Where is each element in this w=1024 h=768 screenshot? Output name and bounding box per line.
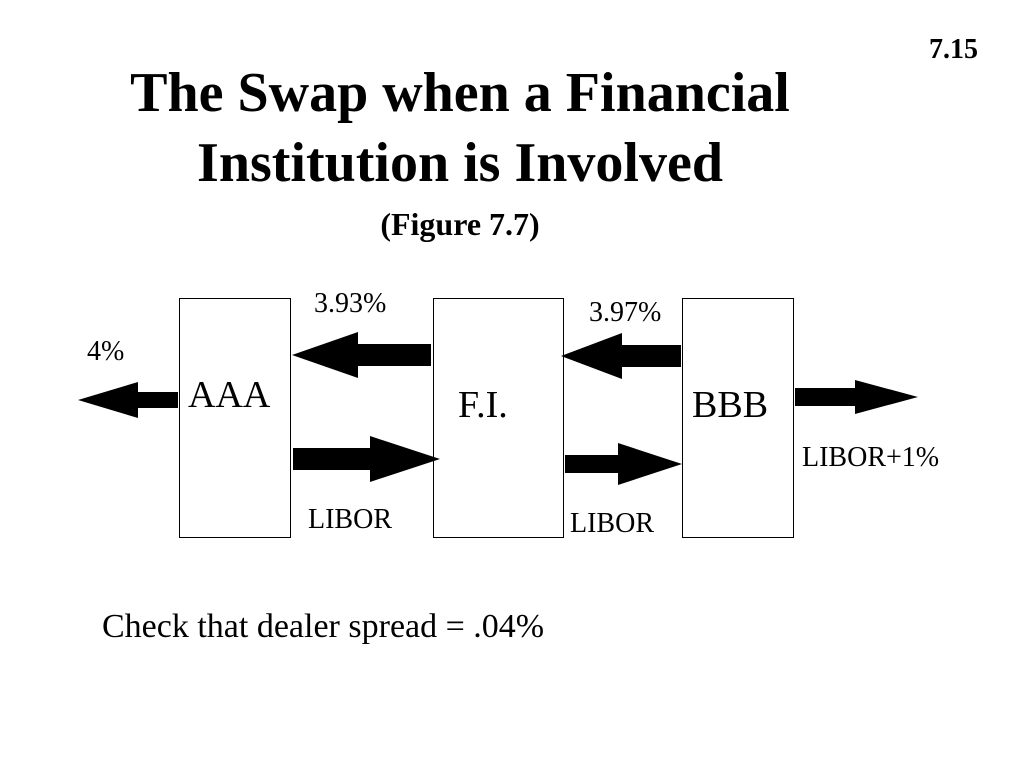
- slide-subtitle: (Figure 7.7): [380, 206, 540, 242]
- node-bbb-box: [682, 298, 794, 538]
- slide-number: 7.15: [929, 34, 978, 65]
- flow-label-bbb-out: LIBOR+1%: [802, 442, 940, 473]
- title-line-1: The Swap when a Financial: [130, 62, 790, 124]
- flow-label-fi-to-bbb: LIBOR: [570, 508, 654, 539]
- flow-label-aaa-out: 4%: [87, 336, 125, 367]
- slide-title: The Swap when a Financial Institution is…: [60, 58, 860, 198]
- arrow-aaa-out-left: [78, 382, 178, 418]
- title-line-2: Institution is Involved: [197, 132, 723, 194]
- node-aaa-box: [179, 298, 291, 538]
- arrow-bbb-out-right: [795, 380, 918, 414]
- arrow-fi-to-aaa: [292, 332, 431, 378]
- arrow-fi-to-bbb: [565, 443, 682, 485]
- node-bbb-label: BBB: [692, 384, 769, 426]
- flow-label-bbb-to-fi: 3.97%: [589, 297, 662, 328]
- arrow-aaa-to-fi: [293, 436, 440, 482]
- footnote-text: Check that dealer spread = .04%: [102, 608, 545, 645]
- flow-label-fi-to-aaa: 3.93%: [314, 288, 387, 319]
- arrow-bbb-to-fi: [561, 333, 681, 379]
- node-fi-box: [433, 298, 564, 538]
- node-fi-label: F.I.: [458, 384, 508, 426]
- flow-label-aaa-to-fi: LIBOR: [308, 504, 392, 535]
- node-aaa-label: AAA: [188, 374, 271, 416]
